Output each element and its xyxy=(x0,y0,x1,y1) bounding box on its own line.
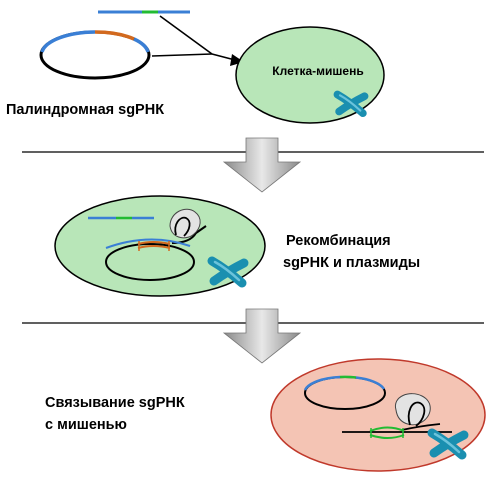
recombination-label-line2: sgРНК и плазмиды xyxy=(283,255,420,271)
sgrna-target-duplex xyxy=(369,426,405,432)
palindromic-sgrna-label: Палиндромная sgРНК xyxy=(6,102,164,118)
target-cell-label: Клетка-мишень xyxy=(272,64,363,78)
target-cell-bound xyxy=(270,358,486,472)
binding-label-line2: с мишенью xyxy=(45,417,127,433)
stage-3: Связывание sgРНК с мишенью xyxy=(45,358,486,472)
stage-2: Рекомбинация sgРНК и плазмиды xyxy=(54,195,420,297)
plasmid xyxy=(105,243,195,281)
target-cell: Клетка-мишень xyxy=(235,26,385,124)
stage-1: Клетка-мишень Палиндромная sgРНК xyxy=(6,10,385,124)
down-arrow-icon xyxy=(222,308,302,364)
protein-complex xyxy=(169,208,201,239)
binding-label-line1: Связывание sgРНК xyxy=(45,395,185,411)
sgrna-loop xyxy=(105,238,191,249)
plasmid xyxy=(39,30,151,80)
down-arrow-icon xyxy=(222,137,302,193)
recombination-label-line1: Рекомбинация xyxy=(286,233,391,249)
protein-complex xyxy=(394,393,431,426)
delivery-arrow xyxy=(151,15,244,66)
